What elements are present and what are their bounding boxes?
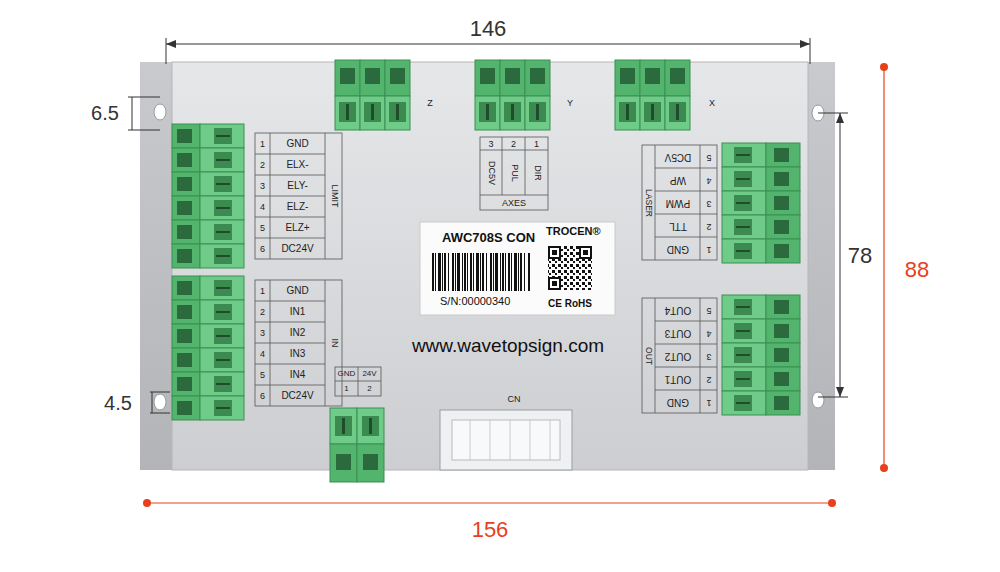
pin-label: IN1 <box>290 307 306 317</box>
pin-number: 3 <box>260 181 265 190</box>
pin-label: OUT1 <box>664 374 691 384</box>
pin-label: GND <box>286 286 308 296</box>
pin-number: 2 <box>260 307 265 316</box>
pin-label: ELZ- <box>287 202 309 212</box>
serial-number: S/N:00000340 <box>440 296 510 307</box>
pin-label: DC5V <box>487 160 496 184</box>
pin-number: 3 <box>706 351 711 360</box>
dimension-label: 4.5 <box>104 393 132 413</box>
pin-label: GND <box>286 139 308 149</box>
pin-label: ELY- <box>287 181 308 191</box>
pin-label: OUT4 <box>664 305 691 315</box>
pin-label: DIR <box>532 165 541 181</box>
dimension-label: 6.5 <box>91 103 119 123</box>
dimension-label: 88 <box>905 259 929 281</box>
pin-number: 2 <box>260 160 265 169</box>
connector-label: CN <box>508 395 521 404</box>
watermark: www.wavetopsign.com <box>412 336 604 355</box>
pin-label: DC24V <box>281 391 313 401</box>
pin-label: ELZ+ <box>285 223 309 233</box>
pin-label: 24V <box>362 370 376 378</box>
pin-number: 5 <box>706 152 711 161</box>
pin-label: GND <box>666 397 688 407</box>
group-heading: OUT <box>644 347 653 365</box>
pin-number: 3 <box>488 139 493 148</box>
dimension-label: 78 <box>848 245 872 267</box>
pin-number: 6 <box>260 244 265 253</box>
dimension-label: 146 <box>470 18 507 40</box>
pin-number: 4 <box>706 328 711 337</box>
pin-label: OUT3 <box>664 328 691 338</box>
dimension-label: 156 <box>472 519 509 541</box>
pin-label: DC5V <box>664 152 691 162</box>
pin-number: 3 <box>706 198 711 207</box>
pin-label: IN3 <box>290 349 306 359</box>
pin-label: OUT2 <box>664 351 691 361</box>
cert-marks: CE RoHS <box>548 299 592 309</box>
pin-number: 1 <box>260 286 265 295</box>
model-name: AWC708S CON <box>442 231 535 244</box>
pin-number: 4 <box>260 202 265 211</box>
pin-label: PUL <box>509 164 518 182</box>
pin-label: PWM <box>665 198 689 208</box>
pin-number: 1 <box>706 397 711 406</box>
pin-number: 1 <box>260 139 265 148</box>
product-sticker <box>420 222 615 315</box>
axis-label: X <box>709 99 715 108</box>
pin-number: 6 <box>260 391 265 400</box>
terminal-blocks <box>172 60 800 482</box>
group-heading: LIMIT <box>329 184 338 207</box>
axis-label: Y <box>567 99 573 108</box>
pin-number: 5 <box>260 370 265 379</box>
cn-connector <box>440 410 572 470</box>
pin-number: 2 <box>706 374 711 383</box>
brand-name: TROCEN® <box>546 226 601 237</box>
pin-number: 5 <box>260 223 265 232</box>
group-heading: IN <box>329 339 338 348</box>
axis-label: Z <box>427 99 433 108</box>
dimension-lines <box>128 38 848 413</box>
pin-number: 2 <box>511 139 516 148</box>
overall-dimensions <box>143 63 888 507</box>
group-heading: LASER <box>644 189 653 217</box>
pin-label: IN2 <box>290 328 306 338</box>
pin-label: WP <box>669 175 685 185</box>
pin-number: 1 <box>534 139 539 148</box>
pin-number: 3 <box>260 328 265 337</box>
pin-tables <box>255 133 717 413</box>
pin-number: 1 <box>344 385 348 393</box>
pin-label: ELX- <box>286 160 308 170</box>
group-heading: AXES <box>502 198 526 207</box>
pin-number: 2 <box>706 221 711 230</box>
pin-number: 2 <box>367 385 371 393</box>
pin-label: DC24V <box>281 244 313 254</box>
pin-number: 5 <box>706 305 711 314</box>
pin-label: TTL <box>669 221 687 231</box>
pin-label: IN4 <box>290 370 306 380</box>
pin-label: GND <box>666 244 688 254</box>
pin-number: 4 <box>706 175 711 184</box>
pin-label: GND <box>338 370 356 378</box>
pin-number: 1 <box>706 244 711 253</box>
pin-number: 4 <box>260 349 265 358</box>
product-sticker: AWC708S CON TROCEN® S/N:00000340 CE RoHS <box>420 222 615 315</box>
